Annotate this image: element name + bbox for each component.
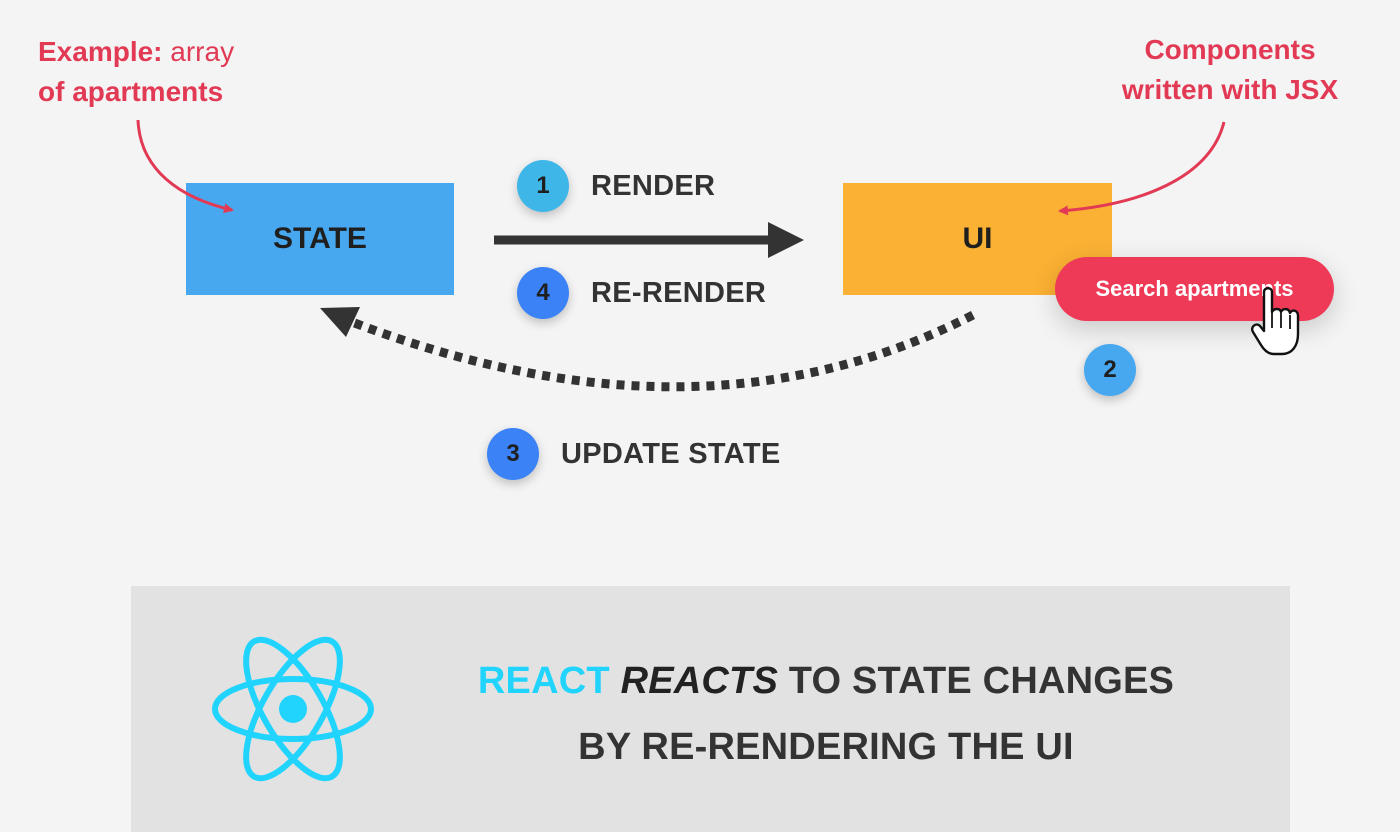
render-arrow <box>494 222 804 258</box>
step-1-label: RENDER <box>591 169 716 202</box>
banner-reacts-word: REACTS <box>620 660 778 702</box>
annotation-components-line1: Components <box>1144 34 1316 65</box>
annotation-example: Example: array of apartments <box>38 32 234 112</box>
step-3-badge: 3 <box>487 428 539 480</box>
banner-line-2: BY RE-RENDERING THE UI <box>578 726 1074 768</box>
annotation-components: Components written with JSX <box>1108 30 1352 110</box>
banner-line-1: REACT REACTS TO STATE CHANGES <box>441 648 1211 714</box>
annotation-example-bold: Example: <box>38 36 163 67</box>
step-1-badge: 1 <box>517 160 569 212</box>
step-2-badge: 2 <box>1084 344 1136 396</box>
annotation-components-line2: written with JSX <box>1121 74 1339 105</box>
banner-react-word: REACT <box>477 660 610 702</box>
step-re-render: 4 RE-RENDER <box>517 267 766 319</box>
react-logo-icon <box>212 636 374 782</box>
step-4-badge: 4 <box>517 267 569 319</box>
banner-text: REACT REACTS TO STATE CHANGES BY RE-REND… <box>441 648 1211 780</box>
step-4-label: RE-RENDER <box>591 276 767 309</box>
step-update-state: 3 UPDATE STATE <box>487 428 781 480</box>
annotation-example-line2: of apartments <box>38 76 224 107</box>
annotation-example-rest: array <box>162 36 235 67</box>
step-render: 1 RENDER <box>517 160 715 212</box>
step-3-label: UPDATE STATE <box>561 437 781 470</box>
summary-banner: REACT REACTS TO STATE CHANGES BY RE-REND… <box>131 586 1290 832</box>
state-box: STATE <box>186 183 454 295</box>
search-apartments-button[interactable]: Search apartments <box>1055 257 1334 321</box>
banner-line1-rest: TO STATE CHANGES <box>778 660 1175 702</box>
